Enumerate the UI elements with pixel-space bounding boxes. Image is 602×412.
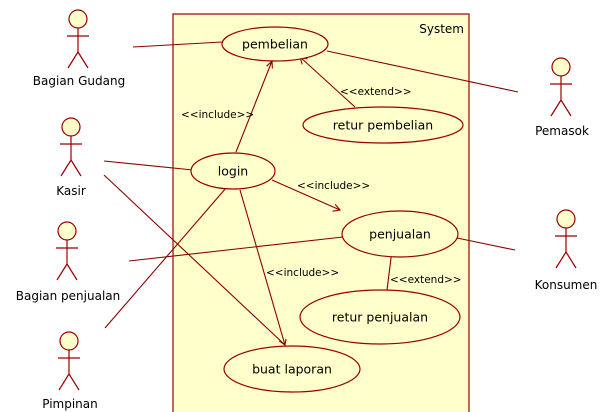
usecase-label-login: login — [218, 164, 248, 179]
include-arrow-penjualan — [332, 204, 342, 212]
actors — [56, 9, 577, 391]
usecase-label-retur-penjualan: retur penjualan — [332, 310, 428, 325]
actor-label-pemasok: Pemasok — [535, 124, 589, 138]
use-cases — [190, 26, 464, 393]
include-label-laporan: <<include>> — [266, 267, 339, 279]
assoc-kasir-laporan — [103, 174, 286, 346]
actor-label-kasir: Kasir — [56, 184, 86, 198]
assoc-pimpinan-login — [104, 187, 227, 329]
usecase-label-penjualan: penjualan — [369, 227, 431, 242]
include-line-pembelian — [235, 60, 273, 153]
include-arrow-laporan — [278, 338, 287, 346]
actor-label-pimpinan: Pimpinan — [42, 397, 98, 411]
system-label: System — [419, 22, 464, 36]
actor-bagian-penjualan-icon[interactable] — [56, 221, 78, 281]
actor-bagian-gudang-icon[interactable] — [67, 9, 89, 69]
use-case-labels: pembelian retur pembelian login penjuala… — [218, 37, 433, 377]
extend-line-pembelian — [299, 56, 356, 108]
extend-label-pembelian: <<extend>> — [340, 86, 412, 98]
include-line-laporan — [239, 189, 286, 346]
actor-label-bagian-penjualan: Bagian penjualan — [16, 289, 121, 303]
usecase-login[interactable] — [190, 152, 276, 190]
actor-konsumen-icon[interactable] — [555, 209, 577, 269]
include-label-pembelian: <<include>> — [181, 109, 254, 121]
usecase-penjualan[interactable] — [341, 210, 459, 258]
connections — [103, 41, 519, 346]
usecase-buat-laporan[interactable] — [223, 345, 361, 393]
relation-labels: <<include>> <<extend>> <<include>> <<inc… — [181, 86, 462, 286]
assoc-bagianpenjualan-penjualan — [128, 236, 344, 262]
usecase-retur-pembelian[interactable] — [302, 106, 464, 144]
usecase-pembelian[interactable] — [221, 26, 329, 62]
usecase-label-pembelian: pembelian — [242, 37, 308, 52]
actor-label-bagian-gudang: Bagian Gudang — [33, 74, 125, 88]
actor-pimpinan-icon[interactable] — [58, 331, 80, 391]
extend-label-penjualan: <<extend>> — [390, 274, 462, 286]
actor-kasir-icon[interactable] — [60, 117, 82, 177]
usecase-label-retur-pembelian: retur pembelian — [333, 118, 433, 133]
assoc-penjualan-konsumen — [456, 237, 516, 251]
usecase-label-buat-laporan: buat laporan — [252, 362, 332, 377]
actor-pemasok-icon[interactable] — [550, 57, 572, 117]
include-label-penjualan: <<include>> — [297, 180, 370, 192]
actor-labels: Bagian Gudang Kasir Bagian penjualan Pim… — [16, 74, 598, 411]
include-line-penjualan — [271, 179, 341, 211]
assoc-gudang-pembelian — [132, 41, 223, 48]
assoc-pembelian-pemasok — [326, 50, 519, 93]
usecase-retur-penjualan[interactable] — [299, 289, 461, 345]
actor-label-konsumen: Konsumen — [535, 278, 598, 292]
assoc-kasir-login — [103, 160, 194, 171]
